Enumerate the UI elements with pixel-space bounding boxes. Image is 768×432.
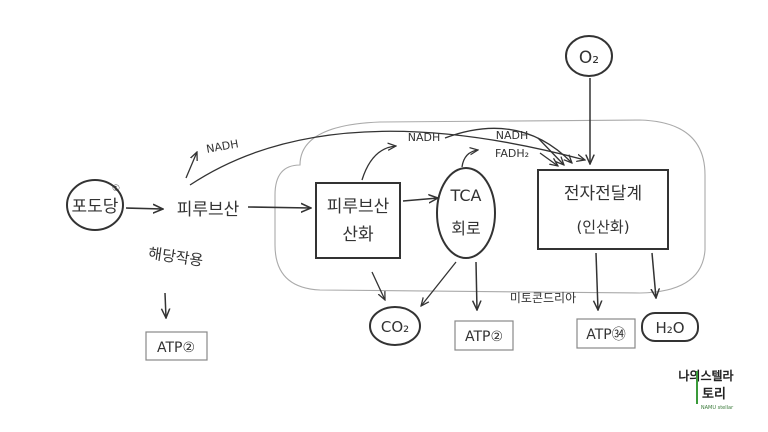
pyruvate-oxidation-box [315,182,401,259]
tca-line2: 회로 [451,219,480,238]
arrow-oxidation-tca [402,198,438,201]
arrow-fadh2-etc [539,152,558,166]
atp-box-tca [454,320,514,351]
etc-box [537,169,669,250]
atp-box-glycolysis [145,331,208,361]
arrow-etc-water [652,252,656,298]
arrow-oxidation-co2 [371,271,385,300]
arrow-glucose-pyruvate [125,208,163,209]
glucose-node [66,179,124,231]
oxygen-label: O₂ [579,48,599,68]
arrow-tca-atp [476,261,477,310]
arrow-glycolysis-atp [165,292,166,318]
arrow-etc-atp [596,252,598,310]
arrow-nadh-middle-etc [444,127,572,163]
water-label: H₂O [655,319,684,337]
mitochondria-label: 미토콘드리아 [510,291,576,305]
mitochondria-outline [274,119,706,294]
etc-line2: (인산화) [576,218,629,236]
arrow-nadh-right-etc [537,137,564,165]
logo-line2: 토리 [702,386,726,402]
atp-glycolysis: ATP② [157,340,195,356]
etc-line1: 전자전달계 [564,184,642,204]
nadh-right-label: NADH [496,129,529,142]
logo-caption: NAMU stellar [701,405,734,411]
co2-node [369,306,421,346]
tca-line1: TCA [450,186,482,205]
co2-label: CO₂ [381,318,409,336]
logo-line1: 나의스텔라 [678,368,733,383]
atp-tca: ATP② [465,329,503,345]
arrow-tca-co2 [421,261,457,306]
oxygen-node [565,35,613,77]
nadh-top-label: NADH [205,137,239,155]
arrow-nadh-top [189,130,585,186]
brand-logo: 나의스텔라 토리 NAMU stellar [678,368,734,411]
water-node [641,312,699,342]
pyruvate-oxidation-line1: 피루브산 [327,197,390,217]
nadh-middle-label: NADH [408,131,441,144]
tca-node [436,167,496,259]
arrow-pyruvate-oxidation [247,207,311,208]
arrow-pyruvate-nadh [185,152,197,179]
glucose-label: 포도당 [72,197,119,217]
atp-box-etc [576,318,636,349]
glycolysis-label: 해당작용 [147,244,204,270]
atp-etc: ATP㉞ [586,327,625,343]
fadh2-label: FADH₂ [495,147,529,160]
arrow-tca-nadh [461,150,478,168]
pyruvate-oxidation-line2: 산화 [342,225,374,245]
arrow-oxidation-nadh [361,146,396,181]
glucose-mark: ① [112,184,120,194]
pyruvate-label: 피루브산 [177,200,240,220]
